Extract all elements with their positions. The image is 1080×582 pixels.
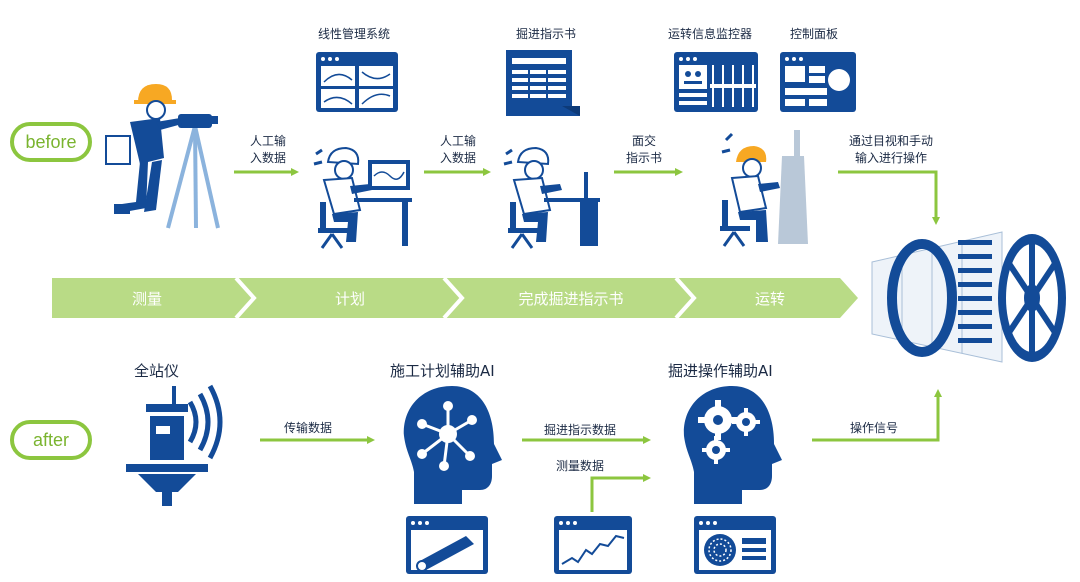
stage-arrow-survey [52,278,254,318]
after-label: after [10,420,92,460]
monitor-title: 运转信息监控器 [668,27,753,41]
excavation-ai-head-icon [683,386,782,504]
instruction-worker-icon [503,146,600,249]
instruction-data-label: 掘进指示数据 [544,423,617,437]
face-to-face-label: 面交指示书 [625,134,662,165]
operation-monitor-icon [674,52,758,112]
arrow-visual [838,170,940,225]
stage-instruction: 完成掘进指示书 [518,289,624,308]
manual-input-label-2: 人工输入数据 [439,134,476,165]
before-label: before [10,122,92,162]
arrow-survey-data [590,474,651,512]
stage-arrow-plan [236,278,462,318]
planner-worker-icon [313,146,412,249]
arrow-op-signal [812,389,942,442]
plan-ai-head-icon [403,386,502,504]
total-station-title: 全站仪 [134,362,180,380]
visual-manual-label: 通过目视和手动输入进行操作 [848,134,933,165]
transmit-data-label: 传输数据 [284,421,333,435]
surveyor-worker-icon [105,84,220,229]
survey-data-label: 测量数据 [556,459,605,473]
instruction-book-icon [506,50,580,116]
control-panel-title: 控制面板 [790,27,839,41]
cutterhead-window-icon [694,516,776,574]
plan-ai-title: 施工计划辅助AI [390,362,495,380]
stage-arrow-operation [676,278,858,318]
stage-survey: 测量 [131,289,162,308]
excavation-ai-title: 掘进操作辅助AI [668,362,773,380]
tunnel-boring-machine-icon [871,231,1066,363]
stage-arrow-instruction [444,278,694,318]
manual-input-label-1: 人工输入数据 [249,134,286,165]
op-signal-label: 操作信号 [850,421,899,435]
instruction-book-title: 掘进指示书 [516,27,577,41]
control-panel-icon [780,52,856,112]
stage-plan: 计划 [334,289,365,308]
tunnel-3d-window-icon [406,516,488,574]
operator-worker-icon [720,130,808,247]
stage-operation: 运转 [754,289,785,308]
line-mgmt-window-icon [316,52,398,112]
survey-graph-window-icon [554,516,632,574]
total-station-icon [126,384,223,506]
line-mgmt-title: 线性管理系统 [318,27,391,41]
